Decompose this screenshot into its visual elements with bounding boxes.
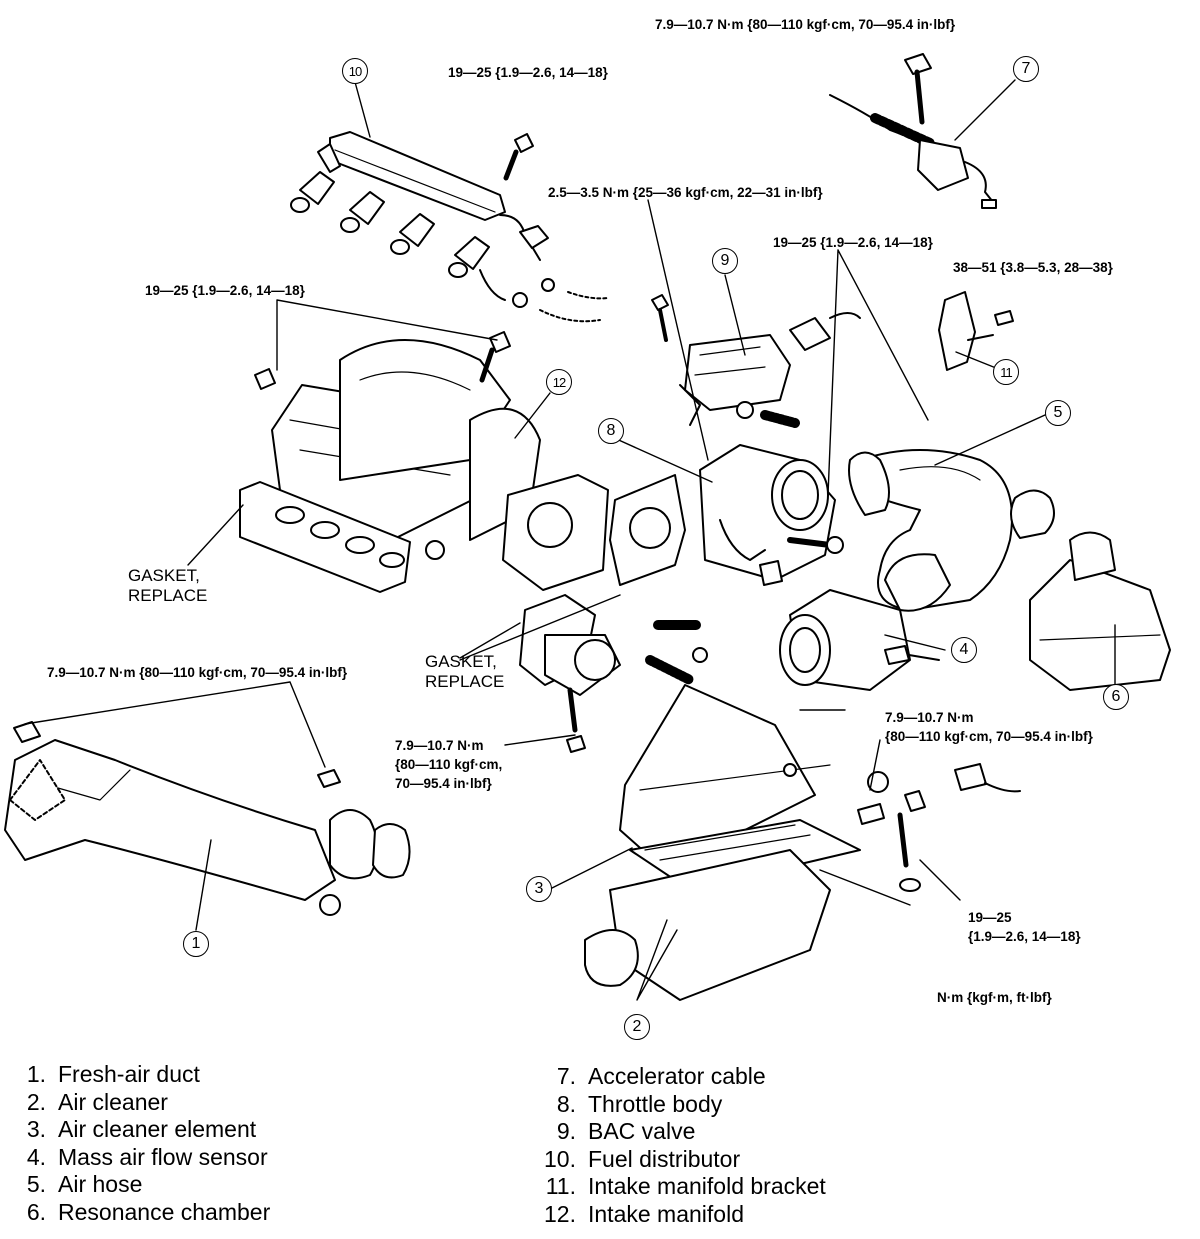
legend-item: 10. Fuel distributor — [528, 1146, 826, 1174]
callout-1: 1 — [183, 931, 209, 957]
legend-number: 11. — [545, 1173, 576, 1200]
torque-label-manifold: 19—25 {1.9—2.6, 14—18} — [145, 283, 305, 298]
callout-5: 5 — [1045, 400, 1071, 426]
legend-item: 1. Fresh-air duct — [0, 1061, 270, 1089]
legend-number: 12. — [544, 1200, 576, 1227]
gasket-label-left-1: GASKET, — [128, 566, 200, 585]
legend-number: 9. — [556, 1118, 576, 1145]
legend-number: 5. — [26, 1171, 46, 1198]
gasket-label-mid-1: GASKET, — [425, 652, 497, 671]
legend-number: 3. — [26, 1116, 46, 1143]
legend-label: Fuel distributor — [588, 1145, 741, 1172]
torque-label-bac: 2.5—3.5 N·m {25—36 kgf·cm, 22—31 in·lbf} — [548, 185, 823, 200]
legend-label: Intake manifold bracket — [588, 1173, 826, 1200]
callout-8: 8 — [598, 418, 624, 444]
legend-item: 4. Mass air flow sensor — [0, 1144, 270, 1172]
intake-manifold-bracket — [938, 291, 1014, 371]
legend-label: Mass air flow sensor — [58, 1143, 268, 1170]
callout-9: 9 — [712, 248, 738, 274]
torque-label-duct: 7.9—10.7 N·m {80—110 kgf·cm, 70—95.4 in·… — [47, 665, 348, 680]
air-cleaner — [584, 684, 1021, 1001]
torque-label-cleaner-1: 7.9—10.7 N·m — [885, 710, 974, 725]
legend-label: Resonance chamber — [58, 1198, 271, 1225]
callout-10: 10 — [342, 58, 368, 84]
legend-number: 2. — [26, 1088, 46, 1115]
callout-7: 7 — [1013, 56, 1039, 82]
bac-valve — [651, 294, 861, 428]
legend-number: 6. — [26, 1198, 46, 1225]
manifold-gasket-left — [239, 481, 411, 593]
callout-2: 2 — [624, 1014, 650, 1040]
fuel-distributor — [290, 131, 609, 323]
legend-number: 10. — [544, 1145, 576, 1172]
legend-item: 8. Throttle body — [528, 1091, 826, 1119]
callout-12: 12 — [546, 369, 572, 395]
throttle-lower-parts — [519, 594, 708, 753]
torque-label-cleaner-2: {80—110 kgf·cm, 70—95.4 in·lbf} — [885, 729, 1093, 744]
intake-manifold — [254, 331, 609, 591]
legend-label: Air cleaner element — [58, 1116, 257, 1143]
legend-item: 2. Air cleaner — [0, 1089, 270, 1117]
torque-label-cable: 7.9—10.7 N·m {80—110 kgf·cm, 70—95.4 in·… — [655, 17, 956, 32]
torque-label-lower-3: 70—95.4 in·lbf} — [395, 776, 492, 791]
legend-item: 7. Accelerator cable — [528, 1063, 826, 1091]
torque-label-distributor: 19—25 {1.9—2.6, 14—18} — [448, 65, 608, 80]
torque-label-throttle: 19—25 {1.9—2.6, 14—18} — [773, 235, 933, 250]
callout-3: 3 — [526, 876, 552, 902]
legend-label: BAC valve — [588, 1118, 696, 1145]
torque-label-bottom-2: {1.9—2.6, 14—18} — [968, 929, 1081, 944]
legend-left: 1. Fresh-air duct 2. Air cleaner 3. Air cle… — [0, 1061, 270, 1227]
legend-number: 4. — [26, 1143, 46, 1170]
torque-label-bracket: 38—51 {3.8—5.3, 28—38} — [953, 260, 1113, 275]
torque-label-bottom-1: 19—25 — [968, 910, 1012, 925]
throttle-body — [699, 444, 844, 586]
fresh-air-duct — [4, 721, 411, 916]
gasket-label-left-2: REPLACE — [128, 586, 208, 605]
legend-number: 1. — [26, 1061, 46, 1087]
legend-right: 7. Accelerator cable 8. Throttle body 9. BA… — [528, 1063, 826, 1229]
callout-11: 11 — [993, 359, 1019, 385]
legend-label: Air cleaner — [58, 1088, 168, 1115]
callout-6: 6 — [1103, 684, 1129, 710]
legend-item: 6. Resonance chamber — [0, 1199, 270, 1227]
callout-4: 4 — [951, 637, 977, 663]
resonance-chamber — [1029, 531, 1171, 691]
gasket-label-mid-2: REPLACE — [425, 672, 505, 691]
legend-number: 7. — [556, 1063, 576, 1089]
legend-item: 5. Air hose — [0, 1171, 270, 1199]
torque-label-lower-2: {80—110 kgf·cm, — [395, 757, 503, 772]
legend-item: 3. Air cleaner element — [0, 1116, 270, 1144]
units-note: N·m {kgf·m, ft·lbf} — [937, 990, 1052, 1005]
throttle-gasket — [609, 474, 686, 586]
legend-number: 8. — [556, 1090, 576, 1117]
legend-label: Throttle body — [588, 1090, 723, 1117]
legend-label: Intake manifold — [588, 1200, 744, 1227]
accelerator-cable — [829, 53, 997, 209]
torque-label-lower-1: 7.9—10.7 N·m — [395, 738, 484, 753]
legend-label: Fresh-air duct — [58, 1061, 200, 1087]
legend-item: 9. BAC valve — [528, 1118, 826, 1146]
legend-label: Accelerator cable — [588, 1063, 766, 1089]
air-hose — [848, 449, 1055, 612]
legend-item: 12. Intake manifold — [528, 1201, 826, 1229]
mass-air-flow-sensor — [779, 589, 940, 691]
legend-item: 11. Intake manifold bracket — [528, 1173, 826, 1201]
leader-lines — [24, 79, 1116, 1001]
legend-label: Air hose — [58, 1171, 143, 1198]
